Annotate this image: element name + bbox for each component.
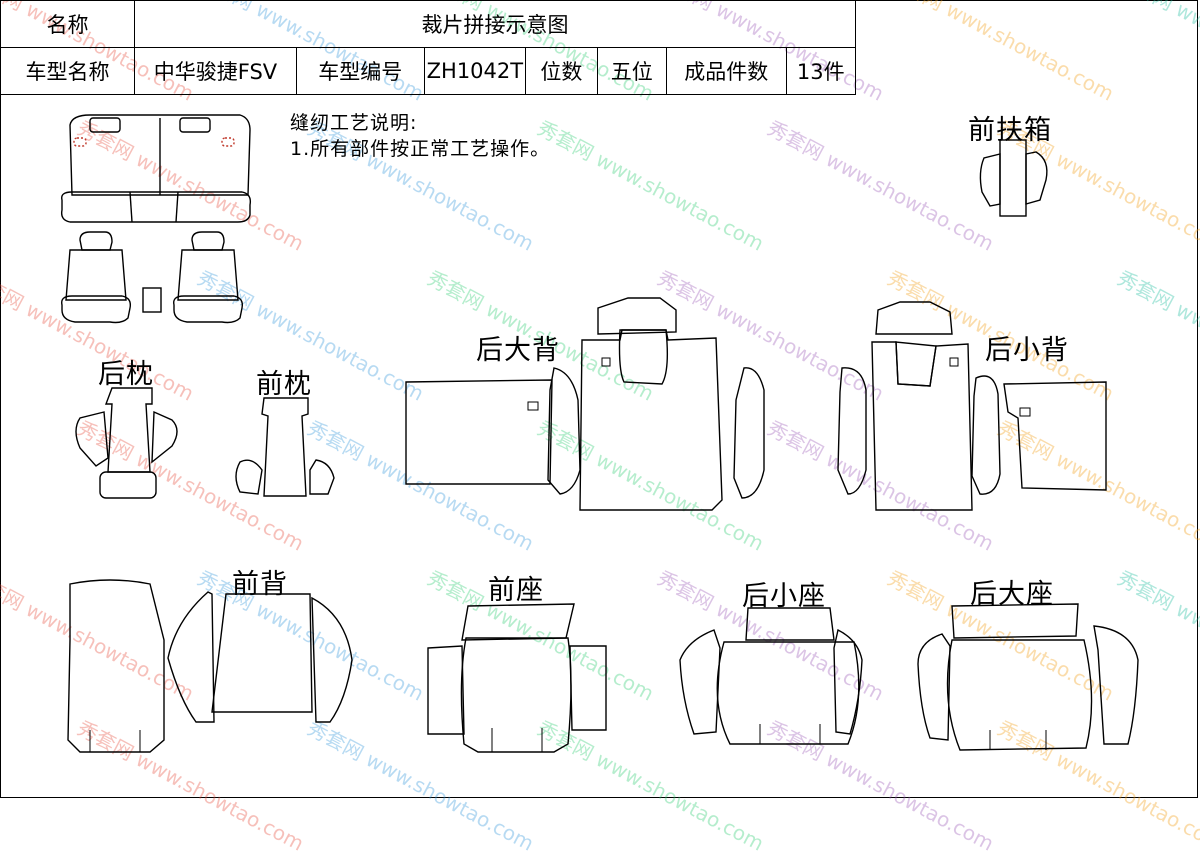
seats-label: 位数 [525,47,598,95]
header-row-2: 车型名称 中华骏捷FSV 车型编号 ZH1042T 位数 五位 成品件数 13件 [0,47,857,95]
pieces-value: 13件 [785,47,857,95]
sewing-notes: 缝纫工艺说明: 1.所有部件按正常工艺操作。 [290,110,550,162]
part-front-seat [427,603,607,753]
model-code-value: ZH1042T [423,47,527,95]
seat-set-overview [60,114,252,324]
diagram-title: 裁片拼接示意图 [134,0,856,48]
label-rear-small-back: 后小背 [985,335,1069,366]
label-front-pillow: 前枕 [256,369,312,400]
pattern-drawing [60,114,1139,753]
header-table: 名称 裁片拼接示意图 车型名称 中华骏捷FSV 车型编号 ZH1042T 位数 … [0,0,857,95]
part-rear-small-seat [679,607,863,745]
model-name-label: 车型名称 [0,47,135,95]
seats-value: 五位 [596,47,667,95]
label-rear-large-back: 后大背 [476,335,560,366]
part-rear-large-seat [917,603,1139,751]
label-rear-pillow: 后枕 [98,359,154,390]
pieces-label: 成品件数 [665,47,787,95]
label-front-seat: 前座 [488,575,544,606]
label-front-armrest-box: 前扶箱 [968,115,1052,146]
model-code-label: 车型编号 [295,47,425,95]
model-name-value: 中华骏捷FSV [134,47,297,95]
part-front-pillow [235,397,335,497]
part-rear-large-back [405,297,765,511]
label-rear-small-seat: 后小座 [742,581,826,612]
sewing-notes-heading: 缝纫工艺说明: [290,112,418,134]
header-row-1: 名称 裁片拼接示意图 [0,0,856,48]
label-front-back: 前背 [232,569,288,600]
part-rear-small-back [837,301,1107,511]
part-front-armrest-box [979,139,1048,217]
sewing-notes-line-1: 1.所有部件按正常工艺操作。 [290,138,551,160]
part-rear-pillow [75,387,178,499]
part-front-back [67,579,353,753]
